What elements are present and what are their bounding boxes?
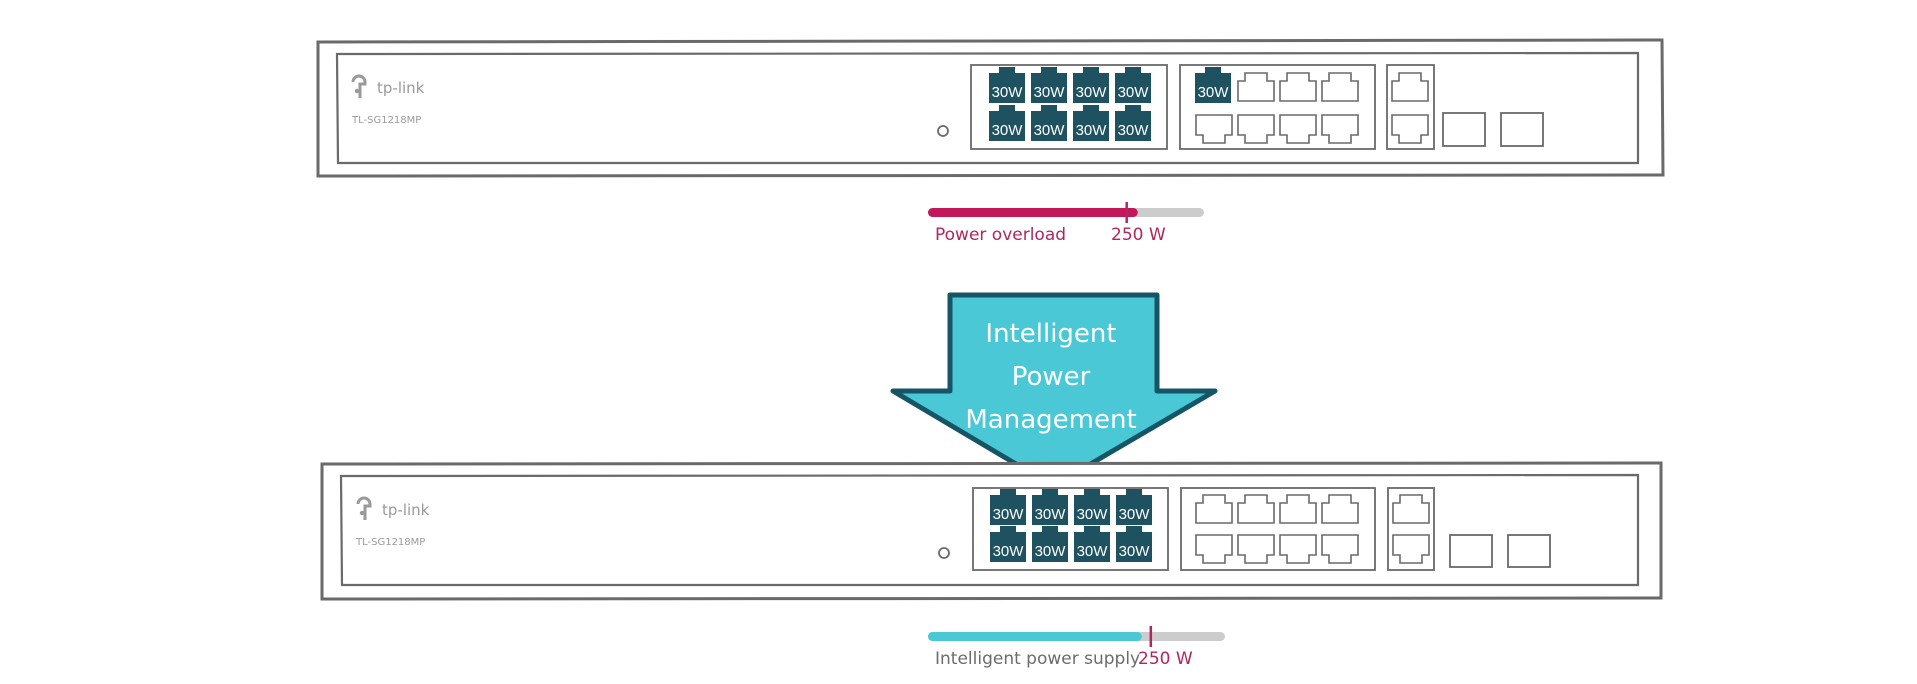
poe-port: 30W [1195, 67, 1231, 103]
poe-port: 30W [1116, 489, 1152, 525]
poe-port: 30W [1115, 105, 1151, 141]
poe-port: 30W [1074, 526, 1110, 562]
svg-text:30W: 30W [1034, 122, 1066, 139]
poe-port: 30W [1031, 67, 1067, 103]
meter-fill [928, 632, 1142, 641]
svg-text:30W: 30W [1076, 84, 1108, 101]
poe-port: 30W [1116, 526, 1152, 562]
port-group-poe-frame [970, 64, 1168, 150]
switch-top: tp-link TL-SG1218MP 30W 30W 30W 30W 30W … [316, 38, 1665, 178]
model-label: TL-SG1218MP [351, 115, 421, 126]
meter-fill [928, 208, 1138, 217]
meter-caption: Intelligent power supply [935, 649, 1140, 669]
poe-port: 30W [990, 489, 1026, 525]
svg-text:30W: 30W [1077, 543, 1109, 560]
poe-port: 30W [1115, 67, 1151, 103]
poe-port: 30W [1073, 67, 1109, 103]
sfp-slot [1442, 112, 1486, 147]
poe-port: 30W [1074, 489, 1110, 525]
svg-text:30W: 30W [1076, 122, 1108, 139]
tp-link-logo-icon [356, 496, 372, 520]
svg-text:30W: 30W [1035, 506, 1067, 523]
power-led [938, 547, 950, 559]
port-group-poe-frame [972, 487, 1169, 571]
down-arrow-icon: Intelligent Power Management [890, 292, 1218, 489]
sfp-slot [1500, 112, 1544, 147]
svg-text:30W: 30W [1119, 543, 1151, 560]
power-led [937, 125, 949, 137]
poe-port: 30W [1032, 526, 1068, 562]
power-meter-top: Power overload 250 W [928, 202, 1204, 245]
port-group-three-frame [1386, 64, 1435, 150]
limit-label: 250 W [1111, 225, 1166, 245]
poe-port: 30W [1032, 489, 1068, 525]
svg-text:30W: 30W [1077, 506, 1109, 523]
arrow-text-line3: Management [965, 405, 1136, 435]
power-meter-bottom: Intelligent power supply 250 W [928, 626, 1225, 669]
model-label: TL-SG1218MP [355, 537, 425, 548]
svg-text:30W: 30W [993, 506, 1025, 523]
switch-bottom: tp-link TL-SG1218MP 30W 30W 30W 30W 30W … [320, 461, 1663, 601]
arrow-text-line1: Intelligent [985, 319, 1116, 349]
svg-text:30W: 30W [992, 122, 1024, 139]
poe-port: 30W [1073, 105, 1109, 141]
switch-bottom-faceplate [339, 473, 1640, 587]
svg-text:30W: 30W [1118, 84, 1150, 101]
svg-text:30W: 30W [993, 543, 1025, 560]
sfp-slot [1449, 534, 1493, 568]
sfp-slot [1507, 534, 1551, 568]
brand-label: tp-link [377, 79, 425, 97]
svg-text:30W: 30W [1119, 506, 1151, 523]
arrow-text-line2: Power [1012, 362, 1091, 392]
svg-text:30W: 30W [1034, 84, 1066, 101]
port-group-two-frame [1179, 64, 1376, 150]
limit-label: 250 W [1138, 649, 1193, 669]
poe-port: 30W [989, 105, 1025, 141]
poe-port: 30W [990, 526, 1026, 562]
meter-caption: Power overload [935, 225, 1066, 245]
port-group-two-frame [1180, 487, 1376, 571]
poe-port: 30W [989, 67, 1025, 103]
svg-text:30W: 30W [992, 84, 1024, 101]
poe-port: 30W [1031, 105, 1067, 141]
brand-label: tp-link [382, 501, 430, 519]
svg-text:30W: 30W [1118, 122, 1150, 139]
tp-link-logo-icon [351, 74, 367, 98]
svg-text:30W: 30W [1035, 543, 1067, 560]
svg-text:30W: 30W [1198, 84, 1230, 101]
port-group-three-frame [1387, 487, 1435, 571]
